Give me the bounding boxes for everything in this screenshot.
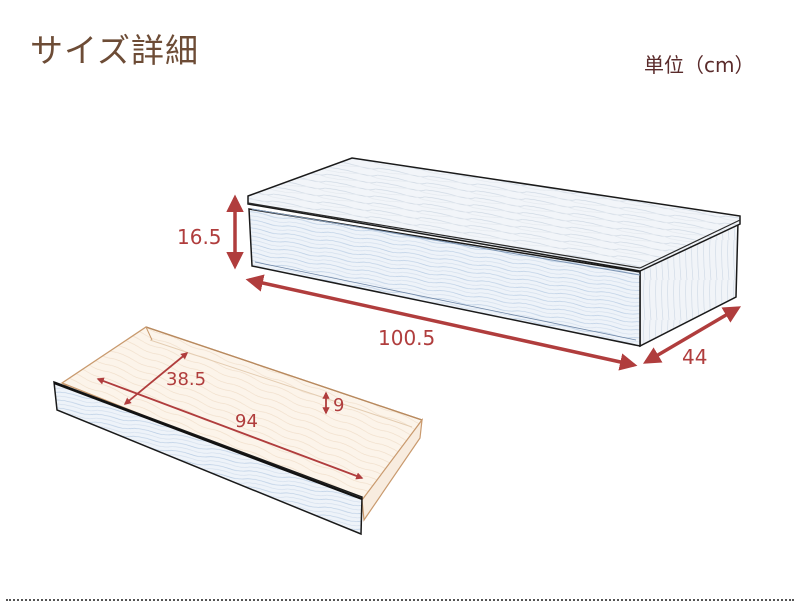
unit-label: 単位（cm） [644,53,755,77]
drawer-drawing: 38.5 94 9 [53,326,424,536]
drawer-width-label: 94 [235,411,258,432]
page-title: サイズ詳細 [30,31,200,70]
storage-box-drawing: 16.5 100.5 44 [177,157,742,371]
box-top-face [247,157,741,272]
drawer-height-label: 9 [333,395,344,416]
drawer-side [361,417,423,522]
box-depth-label: 44 [682,345,707,369]
box-height-label: 16.5 [177,225,222,249]
dotted-divider [6,599,794,601]
box-width-label: 100.5 [378,326,435,350]
drawer-depth-label: 38.5 [166,369,206,390]
